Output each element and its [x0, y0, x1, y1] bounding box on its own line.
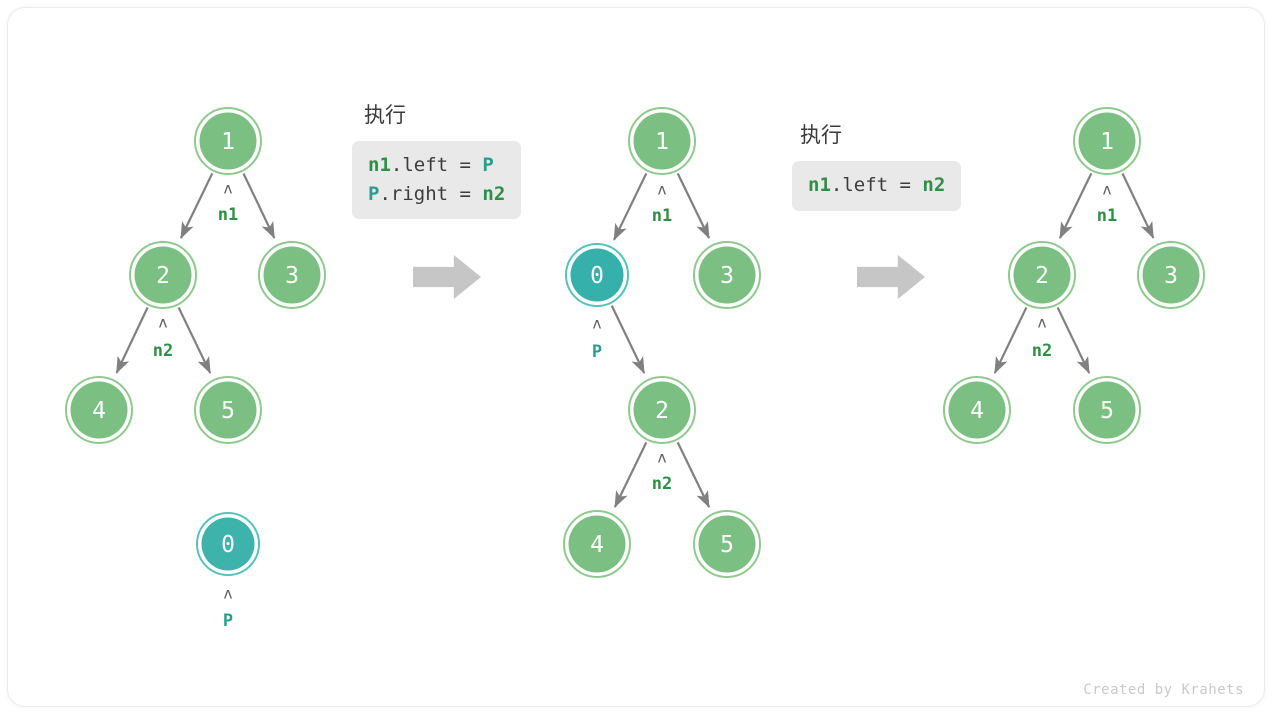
pointer-label-n2: n2: [1031, 341, 1053, 361]
pointer-label-n2: n2: [152, 341, 174, 361]
pointer-label-n1: n1: [651, 206, 673, 226]
node-value: 1: [221, 129, 235, 155]
pointer-caret-icon: ʌ: [223, 584, 233, 603]
pointer-caret-icon: ʌ: [657, 180, 667, 199]
pointer-caret-icon: ʌ: [223, 179, 233, 198]
pointer-caret-icon: ʌ: [1102, 180, 1112, 199]
code-token: n1: [368, 154, 391, 176]
pointer-caret-icon: ʌ: [158, 313, 168, 332]
pointer-label-n1: n1: [1096, 206, 1118, 226]
pointer-label-n1: n1: [217, 205, 239, 225]
pointer-caret-icon: ʌ: [657, 448, 667, 467]
node-value: 3: [1164, 263, 1178, 289]
step-3-code-block: n1.left = n2: [792, 161, 962, 211]
node-value: 3: [285, 263, 299, 289]
code-token: P: [482, 154, 494, 176]
step-2-title: 执行: [364, 103, 406, 127]
footer-credit: Created by Krahets: [1083, 682, 1244, 698]
code-token: n1: [808, 174, 831, 196]
code-token: n2: [482, 182, 506, 205]
node-value: 5: [1100, 398, 1114, 424]
code-token: P: [368, 182, 380, 205]
pointer-label-p: P: [591, 342, 603, 362]
code-token: .left =: [830, 174, 923, 196]
node-value: 3: [720, 263, 734, 289]
pointer-label-n2: n2: [651, 474, 673, 494]
step-3-title: 执行: [800, 123, 842, 147]
node-value: 2: [655, 398, 669, 424]
node-value: 1: [655, 129, 669, 155]
node-value: 2: [1035, 263, 1049, 289]
node-value: 0: [590, 263, 604, 289]
code-token: n2: [922, 174, 946, 196]
node-value: 2: [156, 263, 170, 289]
node-value: 4: [970, 398, 984, 424]
node-value: 5: [720, 532, 734, 558]
node-value: 1: [1100, 129, 1114, 155]
node-value: 0: [221, 532, 235, 558]
code-token: .left =: [390, 154, 483, 176]
pointer-caret-icon: ʌ: [1037, 313, 1047, 332]
node-value: 4: [590, 532, 604, 558]
code-line: n1.left = n2: [808, 171, 945, 200]
node-value: 5: [221, 398, 235, 424]
card-frame: [7, 7, 1265, 707]
code-token: .right =: [379, 182, 483, 205]
pointer-caret-icon: ʌ: [592, 314, 602, 333]
pointer-label-p: P: [222, 611, 234, 631]
code-line: n1.left = P: [368, 151, 505, 180]
code-line: P.right = n2: [368, 180, 505, 209]
node-value: 4: [92, 398, 106, 424]
